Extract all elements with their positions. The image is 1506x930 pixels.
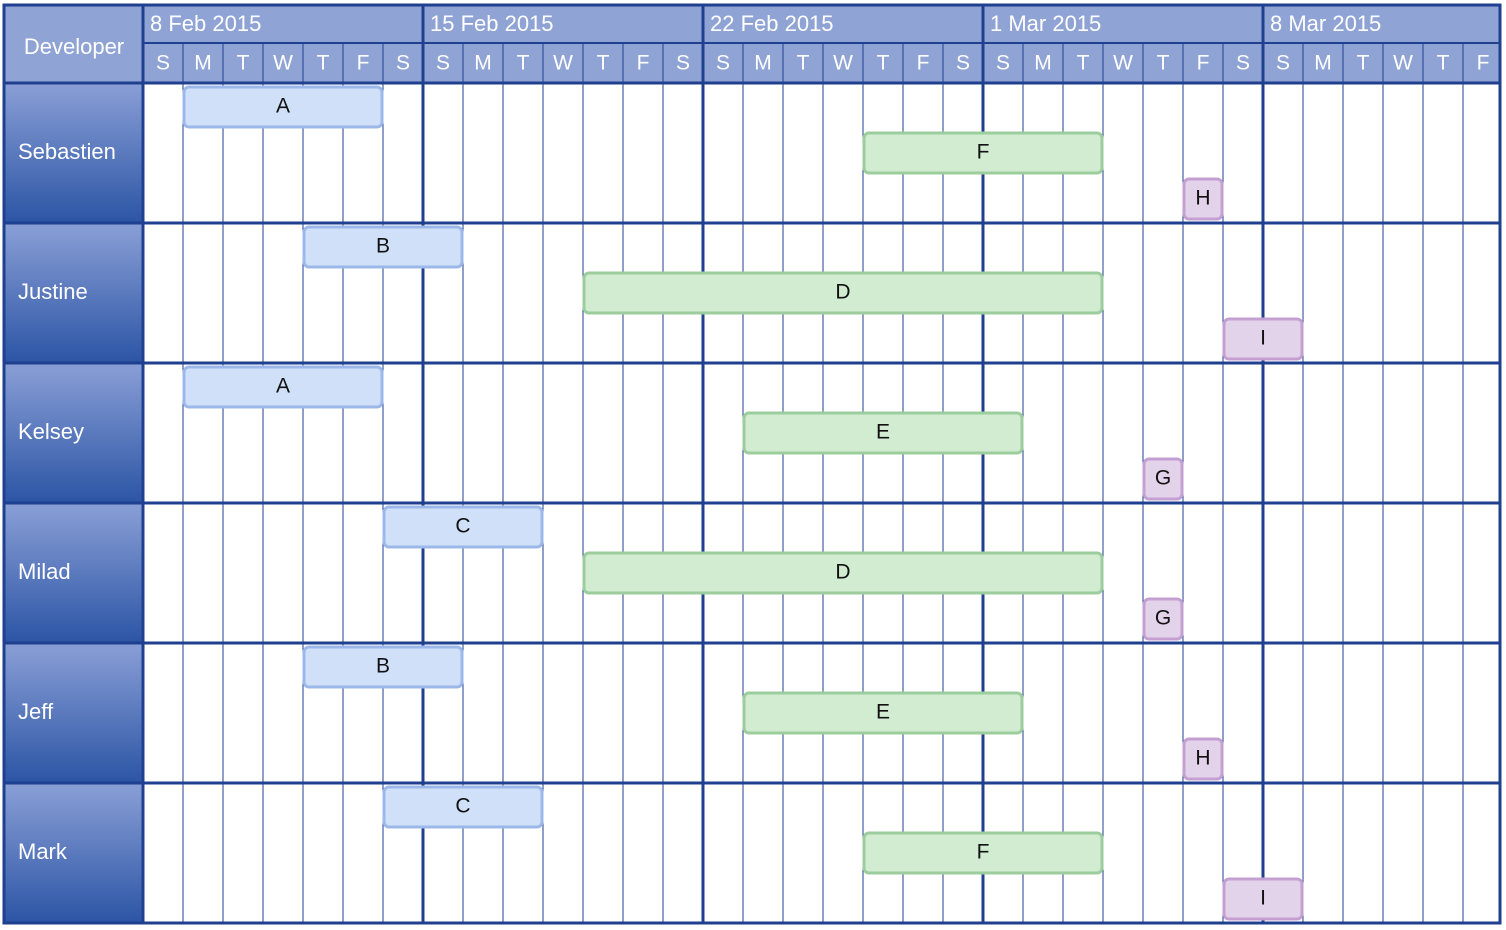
task-label: D <box>835 281 850 304</box>
task-bar <box>182 85 384 129</box>
developer-name: Jeff <box>18 699 54 724</box>
task-bar <box>382 505 544 549</box>
task-bar <box>862 131 1104 175</box>
day-letter: F <box>357 52 370 75</box>
row-header-cell <box>5 783 143 923</box>
day-letter: S <box>1276 52 1290 75</box>
day-letter: T <box>597 52 610 75</box>
row-header-cell <box>5 223 143 363</box>
day-letter: S <box>1236 52 1250 75</box>
task-label: C <box>455 795 470 818</box>
day-letter: S <box>716 52 730 75</box>
day-letter: S <box>156 52 170 75</box>
task-label: A <box>276 95 290 118</box>
grid-lines <box>2 3 1502 925</box>
task-label: G <box>1155 607 1171 630</box>
month-label: 8 Mar 2015 <box>1270 11 1381 36</box>
task-label: F <box>977 841 990 864</box>
month-headers: 8 Feb 2015 15 Feb 2015 22 Feb 2015 1 Mar 20… <box>143 5 1500 43</box>
day-letter: M <box>1034 52 1052 75</box>
developer-name: Mark <box>18 839 68 864</box>
row-header-cell <box>5 363 143 503</box>
task-bar <box>1222 877 1304 921</box>
task-label: A <box>276 375 290 398</box>
day-header-band <box>143 43 1500 83</box>
day-letter: S <box>956 52 970 75</box>
developer-name: Kelsey <box>18 419 84 444</box>
day-letter: T <box>517 52 530 75</box>
developer-column-label: Developer <box>24 34 124 59</box>
day-letter: T <box>1357 52 1370 75</box>
developer-name: Milad <box>18 559 71 584</box>
task-label: B <box>376 235 390 258</box>
day-letter: W <box>553 52 573 75</box>
day-letter: T <box>1437 52 1450 75</box>
task-label: H <box>1195 747 1210 770</box>
day-letter: T <box>877 52 890 75</box>
task-label: I <box>1260 887 1266 910</box>
task-bar <box>1142 457 1184 501</box>
developer-name: Justine <box>18 279 88 304</box>
month-label: 22 Feb 2015 <box>710 11 834 36</box>
task-bar <box>302 225 464 269</box>
day-letter: F <box>637 52 650 75</box>
row-header-cell <box>5 83 143 223</box>
day-letter: W <box>273 52 293 75</box>
day-letter: S <box>396 52 410 75</box>
day-letter: W <box>1113 52 1133 75</box>
task-bar <box>742 691 1024 735</box>
developer-column-header <box>5 5 143 83</box>
task-bar <box>1182 177 1224 221</box>
day-letter: M <box>754 52 772 75</box>
day-letter: W <box>833 52 853 75</box>
task-label: D <box>835 561 850 584</box>
day-letter: S <box>676 52 690 75</box>
task-label: H <box>1195 187 1210 210</box>
month-label: 15 Feb 2015 <box>430 11 554 36</box>
task-bar <box>582 271 1104 315</box>
task-label: I <box>1260 327 1266 350</box>
month-label: 1 Mar 2015 <box>990 11 1101 36</box>
day-letter: T <box>1077 52 1090 75</box>
task-bars: A F H B D I A E G C D G B E H C F I <box>182 85 1304 921</box>
task-bar <box>742 411 1024 455</box>
day-letter: F <box>1197 52 1210 75</box>
task-label: F <box>977 141 990 164</box>
task-label: E <box>876 421 890 444</box>
task-bar <box>382 785 544 829</box>
row-header-cell <box>5 643 143 783</box>
day-letter: T <box>317 52 330 75</box>
task-bar <box>1182 737 1224 781</box>
task-bar <box>1222 317 1304 361</box>
day-letter: F <box>917 52 930 75</box>
day-letter: T <box>1157 52 1170 75</box>
task-bar <box>302 645 464 689</box>
day-letter: T <box>797 52 810 75</box>
developer-name: Sebastien <box>18 139 116 164</box>
row-header-cell <box>5 503 143 643</box>
month-label: 8 Feb 2015 <box>150 11 261 36</box>
task-bar <box>1142 597 1184 641</box>
task-label: B <box>376 655 390 678</box>
task-bar <box>582 551 1104 595</box>
task-label: C <box>455 515 470 538</box>
day-letter: M <box>194 52 212 75</box>
day-letter: M <box>474 52 492 75</box>
month-header-band <box>143 5 1500 43</box>
task-label: G <box>1155 467 1171 490</box>
task-bar <box>862 831 1104 875</box>
day-letter: S <box>436 52 450 75</box>
task-bar <box>182 365 384 409</box>
day-letter: W <box>1393 52 1413 75</box>
task-label: E <box>876 701 890 724</box>
day-letter: T <box>237 52 250 75</box>
day-letter: M <box>1314 52 1332 75</box>
day-letter: S <box>996 52 1010 75</box>
day-letter: F <box>1477 52 1490 75</box>
chart-border <box>2 3 1502 925</box>
